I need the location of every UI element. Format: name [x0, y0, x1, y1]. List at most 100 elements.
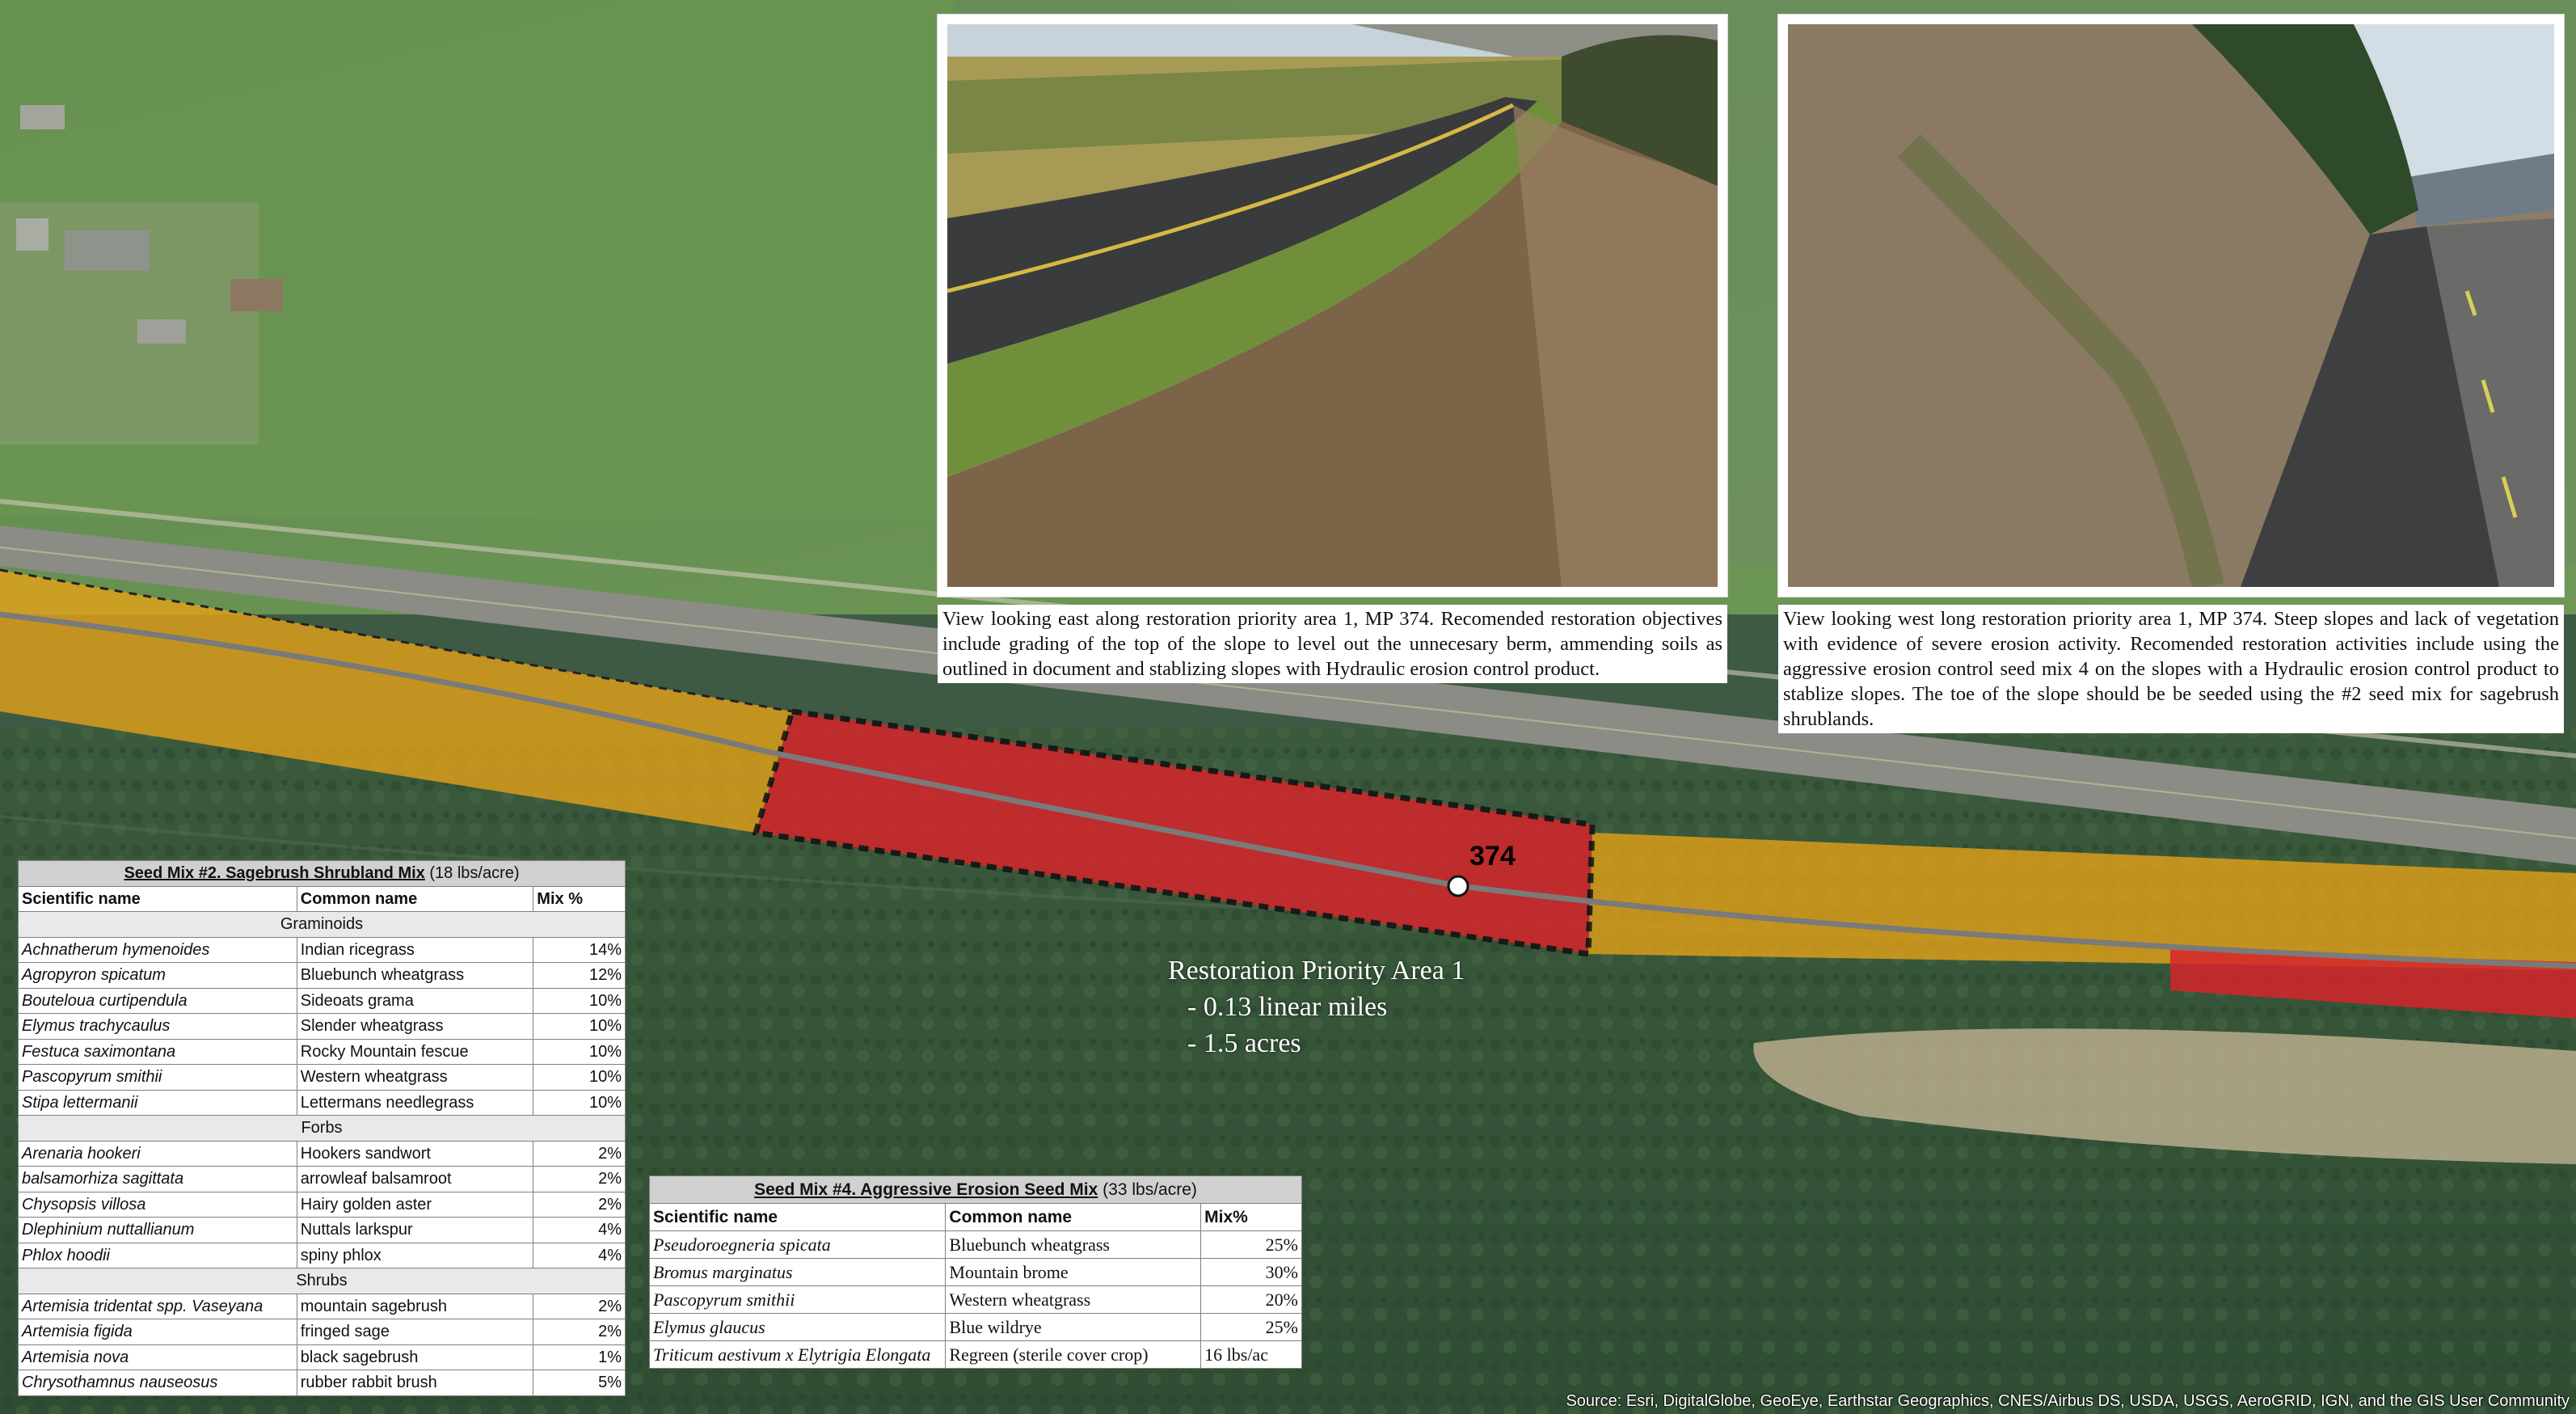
- scientific-name-cell: Chrysothamnus nauseosus: [18, 1370, 297, 1396]
- scientific-name-cell: Pascopyrum smithii: [648, 1285, 947, 1314]
- seed-mix-4-table: Seed Mix #4. Aggressive Erosion Seed Mix…: [648, 1176, 1302, 1369]
- seed-mix-2-title-row: Seed Mix #2. Sagebrush Shrubland Mix (18…: [18, 860, 626, 887]
- common-name-cell: Rocky Mountain fescue: [296, 1038, 534, 1065]
- common-name-cell: spiny phlox: [296, 1242, 534, 1268]
- common-name-cell: Western wheatgrass: [945, 1285, 1202, 1314]
- scientific-name-cell: Bouteloua curtipendula: [18, 987, 297, 1014]
- mix-percent-cell: 30%: [1200, 1258, 1302, 1286]
- scientific-name-cell: Chysopsis villosa: [18, 1191, 297, 1218]
- site-photo-west[interactable]: [1778, 15, 2564, 597]
- imagery-source-credit: Source: Esri, DigitalGlobe, GeoEye, Eart…: [1566, 1392, 2570, 1410]
- common-name-cell: Bluebunch wheatgrass: [296, 962, 534, 989]
- seed-mix-2-group-row: Forbs: [18, 1115, 626, 1142]
- mix-percent-cell: 10%: [533, 1013, 626, 1040]
- site-photo-east[interactable]: [938, 15, 1727, 597]
- common-name-cell: Indian ricegrass: [296, 936, 534, 963]
- common-name-cell: Western wheatgrass: [296, 1064, 534, 1091]
- seed-mix-4-title-row: Seed Mix #4. Aggressive Erosion Seed Mix…: [649, 1176, 1302, 1204]
- mix-percent-cell: 5%: [533, 1370, 626, 1396]
- common-name-cell: Nuttals larkspur: [296, 1217, 534, 1243]
- photo-east-caption: View looking east along restoration prio…: [938, 605, 1727, 683]
- col-scientific-name: Scientific name: [648, 1203, 947, 1231]
- scientific-name-cell: Agropyron spicatum: [18, 962, 297, 989]
- priority-area-title: Restoration Priority Area 1: [1168, 956, 1465, 986]
- seed-mix-2-rate: (18 lbs/acre): [429, 864, 520, 883]
- col-scientific-name: Scientific name: [18, 885, 297, 912]
- seed-mix-4-title: Seed Mix #4. Aggressive Erosion Seed Mix: [754, 1180, 1098, 1199]
- common-name-cell: Regreen (sterile cover crop): [945, 1340, 1202, 1369]
- scientific-name-cell: Artemisia tridentat spp. Vaseyana: [18, 1293, 297, 1319]
- priority-area-length: - 0.13 linear miles: [1187, 992, 1388, 1022]
- common-name-cell: fringed sage: [296, 1319, 534, 1345]
- scientific-name-cell: Achnatherum hymenoides: [18, 936, 297, 963]
- common-name-cell: Sideoats grama: [296, 987, 534, 1014]
- common-name-cell: Hairy golden aster: [296, 1191, 534, 1218]
- seed-mix-2-group-row: Shrubs: [18, 1268, 626, 1294]
- col-common-name: Common name: [296, 885, 534, 912]
- seed-mix-2-header-row: Scientific name Common name Mix %: [18, 885, 626, 912]
- mix-percent-cell: 2%: [533, 1140, 626, 1167]
- scientific-name-cell: Artemisia nova: [18, 1344, 297, 1370]
- mix-percent-cell: 2%: [533, 1166, 626, 1192]
- priority-zone-east[interactable]: [1588, 833, 2576, 970]
- seed-mix-4-header-row: Scientific name Common name Mix%: [648, 1203, 1302, 1231]
- mix-percent-cell: 12%: [533, 962, 626, 989]
- seed-mix-2-title: Seed Mix #2. Sagebrush Shrubland Mix: [124, 864, 425, 883]
- seed-mix-4-rate: (33 lbs/acre): [1102, 1180, 1197, 1199]
- mix-percent-cell: 16 lbs/ac: [1200, 1340, 1302, 1369]
- mix-percent-cell: 14%: [533, 936, 626, 963]
- group-label: Forbs: [18, 1115, 626, 1142]
- scientific-name-cell: Pascopyrum smithii: [18, 1064, 297, 1091]
- scientific-name-cell: Bromus marginatus: [648, 1258, 947, 1286]
- scientific-name-cell: Pseudoroegneria spicata: [648, 1230, 947, 1259]
- photo-east-image: [947, 24, 1718, 587]
- common-name-cell: Hookers sandwort: [296, 1140, 534, 1167]
- milepost-marker-icon[interactable]: [1447, 875, 1469, 897]
- mix-percent-cell: 2%: [533, 1293, 626, 1319]
- common-name-cell: Bluebunch wheatgrass: [945, 1230, 1202, 1259]
- priority-zone-west[interactable]: [0, 570, 792, 833]
- priority-area-east[interactable]: [2170, 950, 2576, 1019]
- common-name-cell: arrowleaf balsamroot: [296, 1166, 534, 1192]
- route-line: [0, 611, 2576, 969]
- col-mix-percent: Mix %: [533, 885, 626, 912]
- seed-mix-2-table: Seed Mix #2. Sagebrush Shrubland Mix (18…: [18, 860, 626, 1396]
- scientific-name-cell: Stipa lettermanii: [18, 1089, 297, 1116]
- mix-percent-cell: 4%: [533, 1242, 626, 1268]
- mix-percent-cell: 20%: [1200, 1285, 1302, 1314]
- common-name-cell: Blue wildrye: [945, 1313, 1202, 1341]
- scientific-name-cell: Dlephinium nuttallianum: [18, 1217, 297, 1243]
- col-common-name: Common name: [945, 1203, 1202, 1231]
- scientific-name-cell: balsamorhiza sagittata: [18, 1166, 297, 1192]
- group-label: Shrubs: [18, 1268, 626, 1294]
- scientific-name-cell: Phlox hoodii: [18, 1242, 297, 1268]
- group-label: Graminoids: [18, 911, 626, 938]
- scientific-name-cell: Elymus glaucus: [648, 1313, 947, 1341]
- mix-percent-cell: 2%: [533, 1191, 626, 1218]
- mix-percent-cell: 10%: [533, 1038, 626, 1065]
- mix-percent-cell: 1%: [533, 1344, 626, 1370]
- common-name-cell: mountain sagebrush: [296, 1293, 534, 1319]
- common-name-cell: Mountain brome: [945, 1258, 1202, 1286]
- common-name-cell: rubber rabbit brush: [296, 1370, 534, 1396]
- mix-percent-cell: 25%: [1200, 1313, 1302, 1341]
- scientific-name-cell: Arenaria hookeri: [18, 1140, 297, 1167]
- mix-percent-cell: 25%: [1200, 1230, 1302, 1259]
